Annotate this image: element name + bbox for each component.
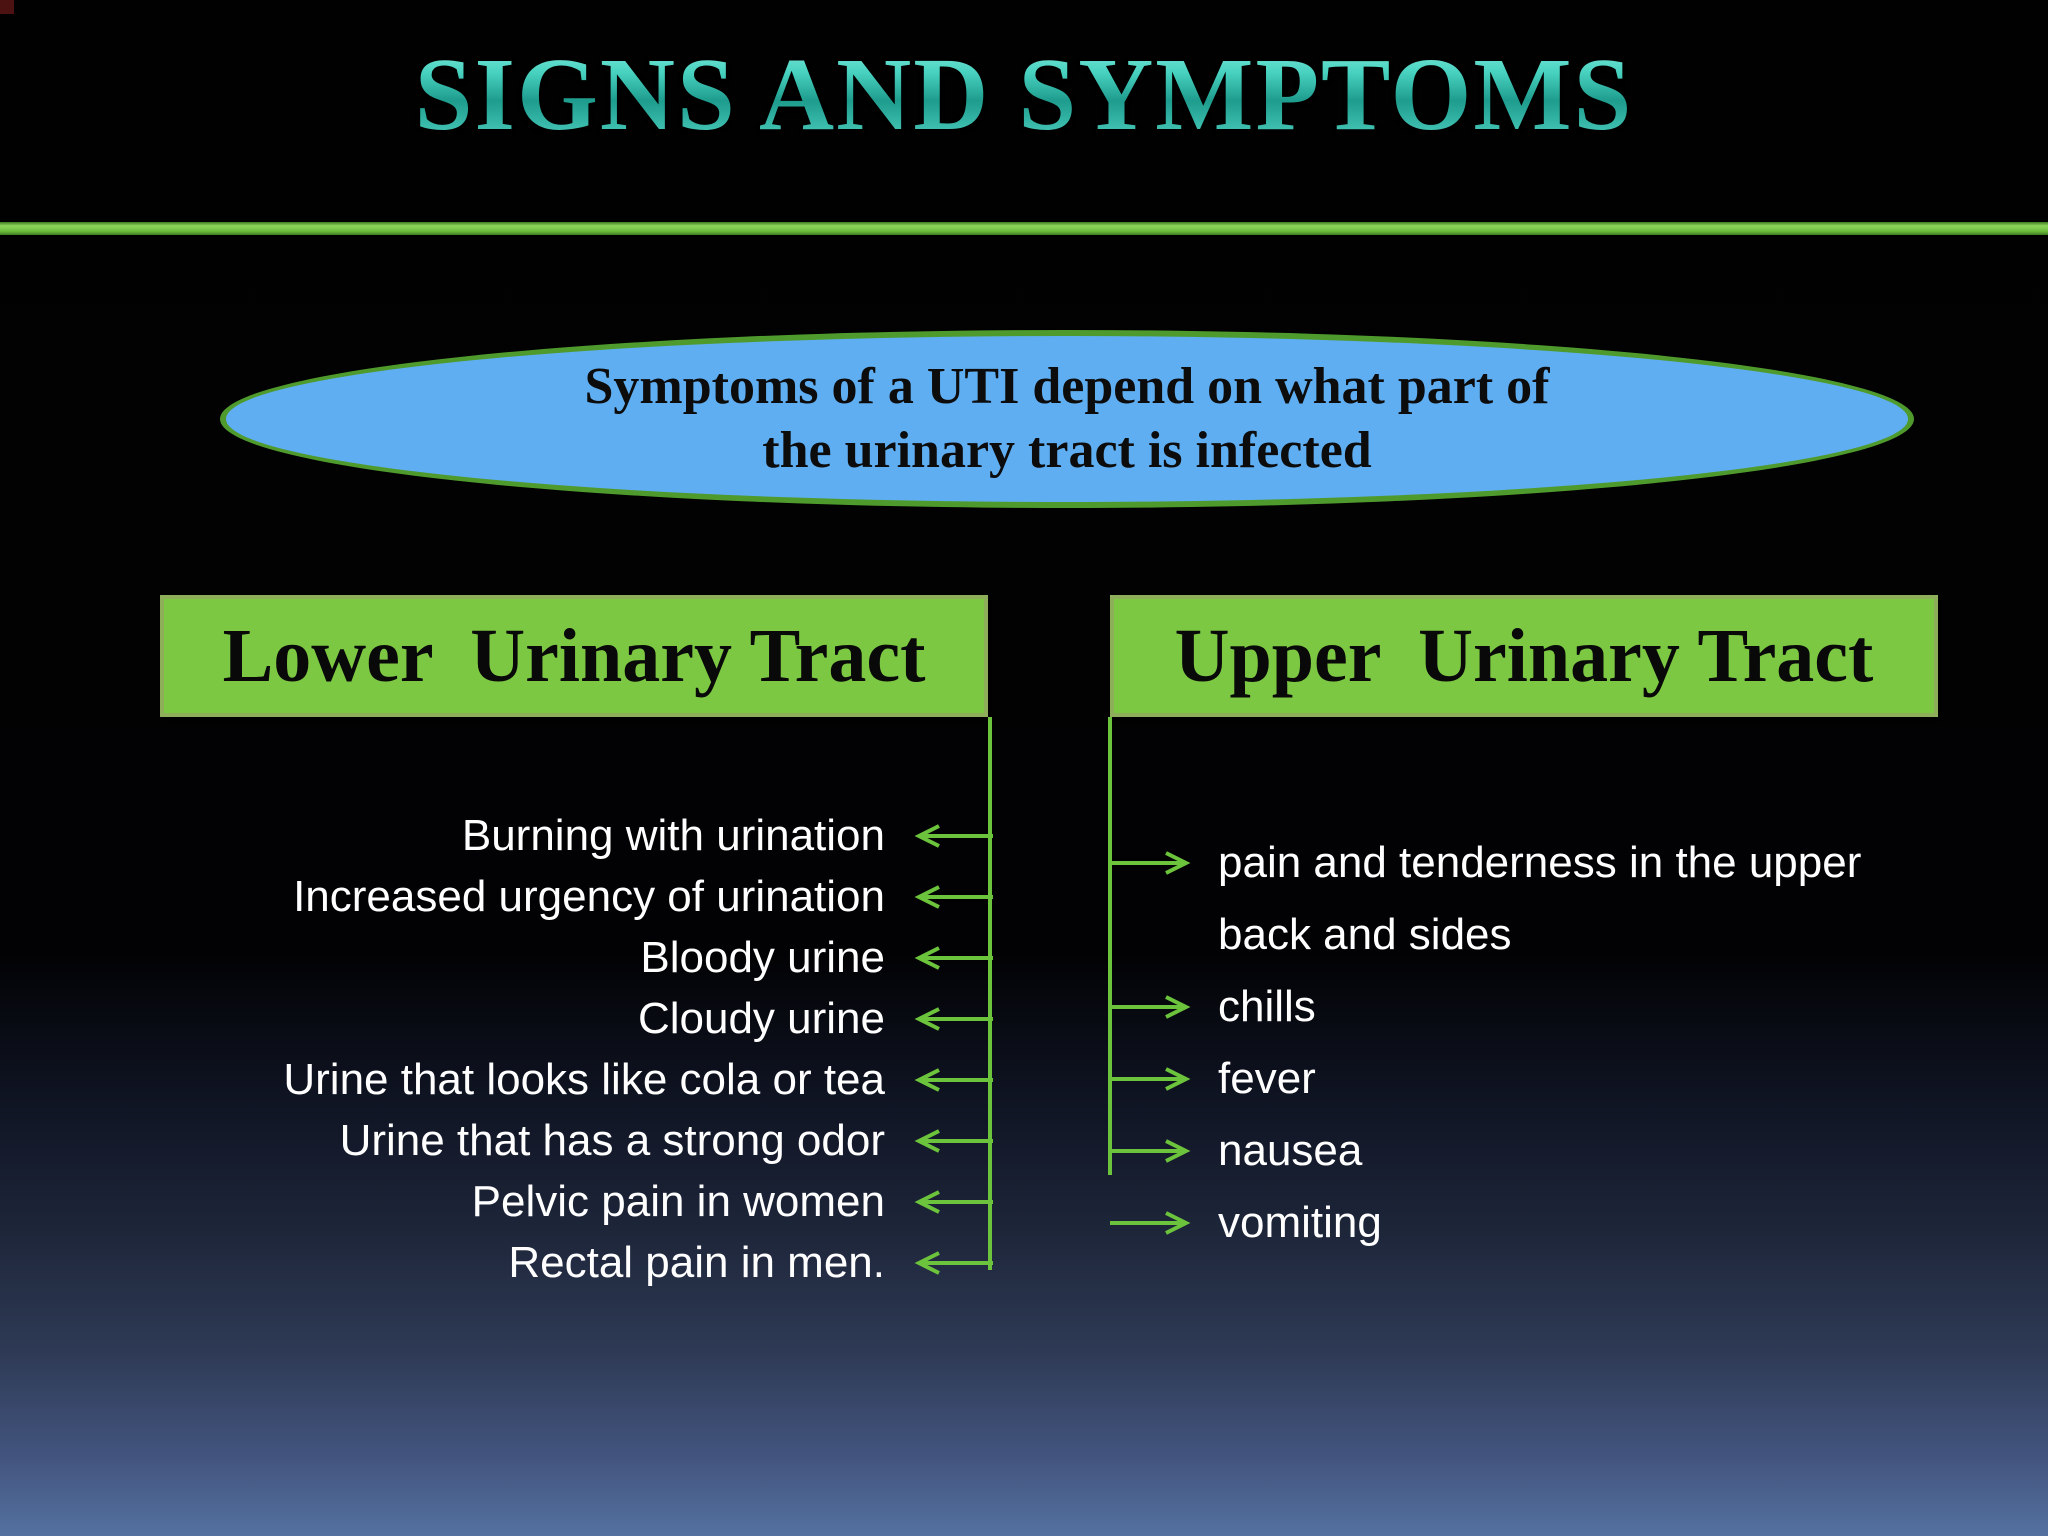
lower-symptom-item: Rectal pain in men.	[180, 1232, 993, 1293]
lower-symptom-list: Burning with urination Increased urgency…	[180, 805, 993, 1293]
arrow-left-icon	[914, 884, 993, 909]
upper-symptom-item: chills	[1110, 976, 1938, 1048]
arrow-left-icon	[914, 1189, 993, 1214]
upper-symptom-item: pain and tenderness in the upper back an…	[1110, 832, 1938, 976]
divider-line	[0, 222, 2048, 235]
arrow-left-icon	[914, 945, 993, 970]
slide-title: SIGNS AND SYMPTOMS	[414, 37, 1634, 152]
upper-symptom-text: pain and tenderness in the upper back an…	[1218, 838, 1862, 959]
arrow-right-icon	[1110, 1211, 1191, 1235]
lower-connector-line	[988, 717, 992, 1270]
arrow-right-icon	[1110, 851, 1191, 875]
upper-symptom-text: chills	[1218, 982, 1316, 1031]
lower-symptom-text: Increased urgency of urination	[293, 872, 885, 921]
lower-symptom-item: Pelvic pain in women	[180, 1171, 993, 1232]
lower-symptom-text: Burning with urination	[461, 811, 885, 860]
arrow-left-icon	[914, 1067, 993, 1092]
upper-symptom-item: nausea	[1110, 1120, 1938, 1192]
lower-symptom-text: Cloudy urine	[637, 994, 885, 1043]
lower-tract-header-label: Lower Urinary Tract	[222, 613, 926, 698]
lower-symptom-item: Bloody urine	[180, 927, 993, 988]
lower-symptom-item: Cloudy urine	[180, 988, 993, 1049]
lower-tract-header-box: Lower Urinary Tract	[160, 595, 988, 717]
lower-symptom-item: Urine that looks like cola or tea	[180, 1049, 993, 1110]
upper-symptom-text: fever	[1218, 1054, 1316, 1103]
lower-symptom-text: Urine that has a strong odor	[339, 1116, 885, 1165]
arrow-left-icon	[914, 1250, 993, 1275]
upper-tract-header-label: Upper Urinary Tract	[1174, 613, 1874, 698]
lower-symptom-item: Urine that has a strong odor	[180, 1110, 993, 1171]
upper-symptom-item: fever	[1110, 1048, 1938, 1120]
title-area: SIGNS AND SYMPTOMS	[0, 37, 2048, 152]
upper-symptom-item: vomiting	[1110, 1192, 1938, 1264]
upper-symptom-list: pain and tenderness in the upper back an…	[1110, 832, 1938, 1264]
lower-symptom-text: Pelvic pain in women	[471, 1177, 885, 1226]
upper-symptom-text: nausea	[1218, 1126, 1363, 1175]
arrow-right-icon	[1110, 995, 1191, 1019]
corner-artifact	[0, 0, 14, 14]
upper-tract-header-box: Upper Urinary Tract	[1110, 595, 1938, 717]
lower-symptom-text: Rectal pain in men.	[508, 1238, 885, 1287]
arrow-left-icon	[914, 823, 993, 848]
arrow-left-icon	[914, 1006, 993, 1031]
arrow-right-icon	[1110, 1139, 1191, 1163]
intro-ellipse: Symptoms of a UTI depend on what part of…	[220, 330, 1914, 508]
lower-symptom-text: Urine that looks like cola or tea	[283, 1055, 885, 1104]
lower-symptom-item: Increased urgency of urination	[180, 866, 993, 927]
upper-symptom-text: vomiting	[1218, 1198, 1382, 1247]
lower-symptom-text: Bloody urine	[640, 933, 885, 982]
arrow-left-icon	[914, 1128, 993, 1153]
arrow-right-icon	[1110, 1067, 1191, 1091]
upper-connector-line	[1108, 717, 1112, 1175]
lower-symptom-item: Burning with urination	[180, 805, 993, 866]
intro-text-line1: Symptoms of a UTI depend on what part of	[584, 358, 1550, 415]
intro-text-line2: the urinary tract is infected	[762, 422, 1372, 479]
